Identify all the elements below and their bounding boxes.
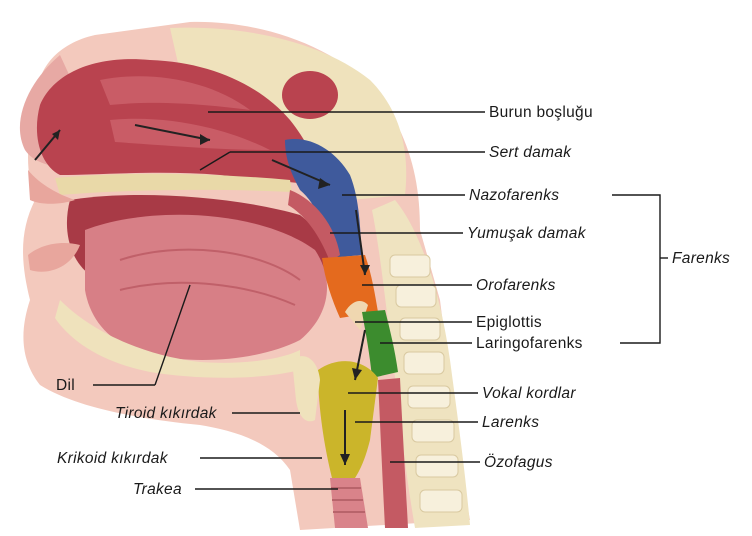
label-dil: Dil (56, 377, 75, 394)
tongue (85, 215, 327, 360)
label-sert-damak: Sert damak (489, 144, 572, 161)
label-burun-boslugu: Burun boşluğu (489, 104, 593, 121)
label-tiroid-kikirdak: Tiroid kıkırdak (115, 405, 218, 422)
label-vokal-kordlar: Vokal kordlar (482, 385, 576, 402)
label-laringofarenks: Laringofarenks (476, 335, 583, 352)
label-yumusak-damak: Yumuşak damak (467, 225, 587, 242)
label-orofarenks: Orofarenks (476, 277, 556, 294)
label-trakea: Trakea (133, 481, 182, 498)
label-ozofagus: Özofagus (484, 453, 553, 471)
label-larenks: Larenks (482, 414, 539, 431)
label-epiglottis: Epiglottis (476, 314, 542, 331)
label-krikoid-kikirdak: Krikoid kıkırdak (57, 450, 169, 467)
label-nazofarenks: Nazofarenks (469, 187, 559, 204)
label-farenks: Farenks (672, 250, 730, 267)
